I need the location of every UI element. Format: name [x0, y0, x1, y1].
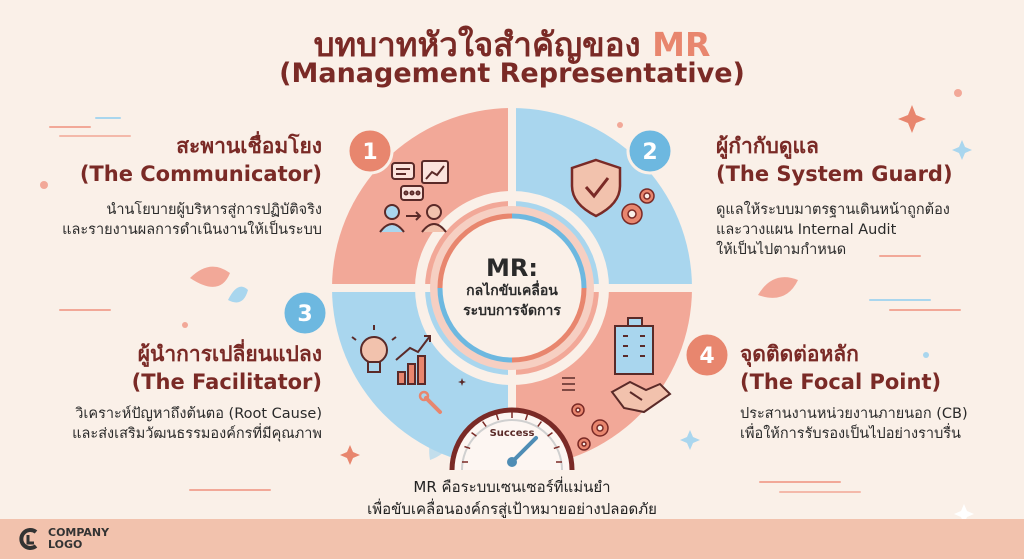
- gauge-label: Success: [490, 428, 535, 439]
- gear-icon: [621, 188, 655, 225]
- center-text: MR: กลไกขับเคลื่อน ระบบการจัดการ: [432, 255, 592, 321]
- sparkle-icon: [40, 89, 972, 465]
- footer-message: MR คือระบบเซนเซอร์ที่แม่นยำ เพื่อขับเคลื…: [0, 476, 1024, 520]
- footer-message-line-1: MR คือระบบเซนเซอร์ที่แม่นยำ: [413, 478, 611, 496]
- section-4-description: ประสานงานหน่วยงานภายนอก (CB) เพื่อให้การ…: [740, 404, 1020, 444]
- decor-dashes: [49, 117, 961, 493]
- section-2-title: ผู้กำกับดูแล (The System Guard): [716, 132, 1006, 188]
- section-3-title-th: ผู้นำการเปลี่ยนแปลง: [137, 342, 322, 366]
- section-1-title-th: สะพานเชื่อมโยง: [176, 134, 322, 158]
- communication-icon: [379, 160, 449, 233]
- gauge-tick: [495, 414, 500, 421]
- building-icon: [614, 317, 654, 375]
- footer-band: [0, 519, 1024, 559]
- section-1-desc-line-1: นำนโยบายผู้บริหารสู่การปฏิบัติจริง: [106, 202, 322, 218]
- gauge-tick: [471, 432, 477, 437]
- section-1-title-en: (The Communicator): [79, 162, 322, 186]
- section-3-desc-line-1: วิเคราะห์ปัญหาถึงต้นตอ (Root Cause): [75, 406, 322, 422]
- badge-number-3: 3: [297, 302, 312, 327]
- section-1-description: นำนโยบายผู้บริหารสู่การปฏิบัติจริง และรา…: [30, 200, 322, 240]
- section-2-desc-line-1: ดูแลให้ระบบมาตรฐานเดินหน้าถูกต้อง: [716, 202, 950, 218]
- company-logo: COMPANY LOGO: [18, 527, 109, 551]
- section-2-title-en: (The System Guard): [716, 162, 953, 186]
- gauge-tick: [547, 432, 553, 437]
- section-4-desc-line-1: ประสานงานหน่วยงานภายนอก (CB): [740, 406, 968, 422]
- shield-icon: [570, 158, 622, 218]
- page-title: บทบาทหัวใจสำคัญของ MR: [0, 18, 1024, 71]
- section-1-title: สะพานเชื่อมโยง (The Communicator): [40, 132, 322, 188]
- section-3-desc-line-2: และส่งเสริมวัฒนธรรมองค์กรที่มีคุณภาพ: [72, 426, 322, 442]
- logo-line-2: LOGO: [48, 538, 83, 551]
- logo-line-1: COMPANY: [48, 526, 110, 539]
- gauge-tick: [537, 421, 542, 427]
- number-badge-2: [626, 127, 674, 175]
- section-3-description: วิเคราะห์ปัญหาถึงต้นตอ (Root Cause) และส…: [20, 404, 322, 444]
- list-icon: [562, 377, 575, 391]
- footer-message-line-2: เพื่อขับเคลื่อนองค์กรสู่เป้าหมายอย่างปลอ…: [367, 500, 657, 518]
- badge-number-2: 2: [642, 140, 657, 165]
- section-4-title-th: จุดติดต่อหลัก: [740, 342, 859, 366]
- section-4-desc-line-2: เพื่อให้การรับรองเป็นไปอย่างราบรื่น: [740, 426, 961, 442]
- section-4-title: จุดติดต่อหลัก (The Focal Point): [740, 340, 1010, 396]
- number-badge-1: [346, 127, 394, 175]
- page-subtitle: (Management Representative): [279, 58, 745, 89]
- section-3-title-en: (The Facilitator): [131, 370, 322, 394]
- title-main: บทบาทหัวใจสำคัญของ: [313, 25, 641, 64]
- success-gauge: [449, 407, 575, 471]
- badge-number-4: 4: [699, 344, 714, 369]
- title-accent: MR: [652, 25, 711, 64]
- section-2-desc-line-3: ให้เป็นไปตามกำหนด: [716, 242, 847, 258]
- section-2-title-th: ผู้กำกับดูแล: [716, 134, 819, 158]
- section-4-title-en: (The Focal Point): [740, 370, 942, 394]
- section-3-title: ผู้นำการเปลี่ยนแปลง (The Facilitator): [40, 340, 322, 396]
- center-heading: MR:: [486, 254, 538, 282]
- sparkle-icon: [954, 504, 974, 524]
- number-badge-3: [281, 289, 329, 337]
- lightbulb-icon: [351, 325, 397, 373]
- handshake-icon: [610, 380, 672, 414]
- sparkle-icon: [458, 378, 466, 386]
- badge-number-1: 1: [362, 140, 377, 165]
- section-1-desc-line-2: และรายงานผลการดำเนินงานให้เป็นระบบ: [62, 222, 322, 238]
- wrench-icon: [418, 390, 442, 414]
- section-2-description: ดูแลให้ระบบมาตรฐานเดินหน้าถูกต้อง และวาง…: [716, 200, 1016, 260]
- center-line-1: กลไกขับเคลื่อน: [466, 283, 558, 299]
- gauge-tick: [464, 445, 471, 450]
- company-logo-icon: [19, 528, 38, 550]
- center-hub: [440, 216, 584, 360]
- section-2-desc-line-2: และวางแผน Internal Audit: [716, 222, 897, 238]
- gear-icon: [571, 403, 609, 451]
- gauge-tick: [553, 445, 560, 450]
- gauge-tick: [482, 421, 487, 427]
- gauge-tick: [524, 414, 529, 421]
- center-line-2: ระบบการจัดการ: [463, 303, 561, 319]
- number-badge-4: [683, 331, 731, 379]
- gauge-needle: [510, 435, 539, 464]
- growth-chart-icon: [395, 335, 431, 385]
